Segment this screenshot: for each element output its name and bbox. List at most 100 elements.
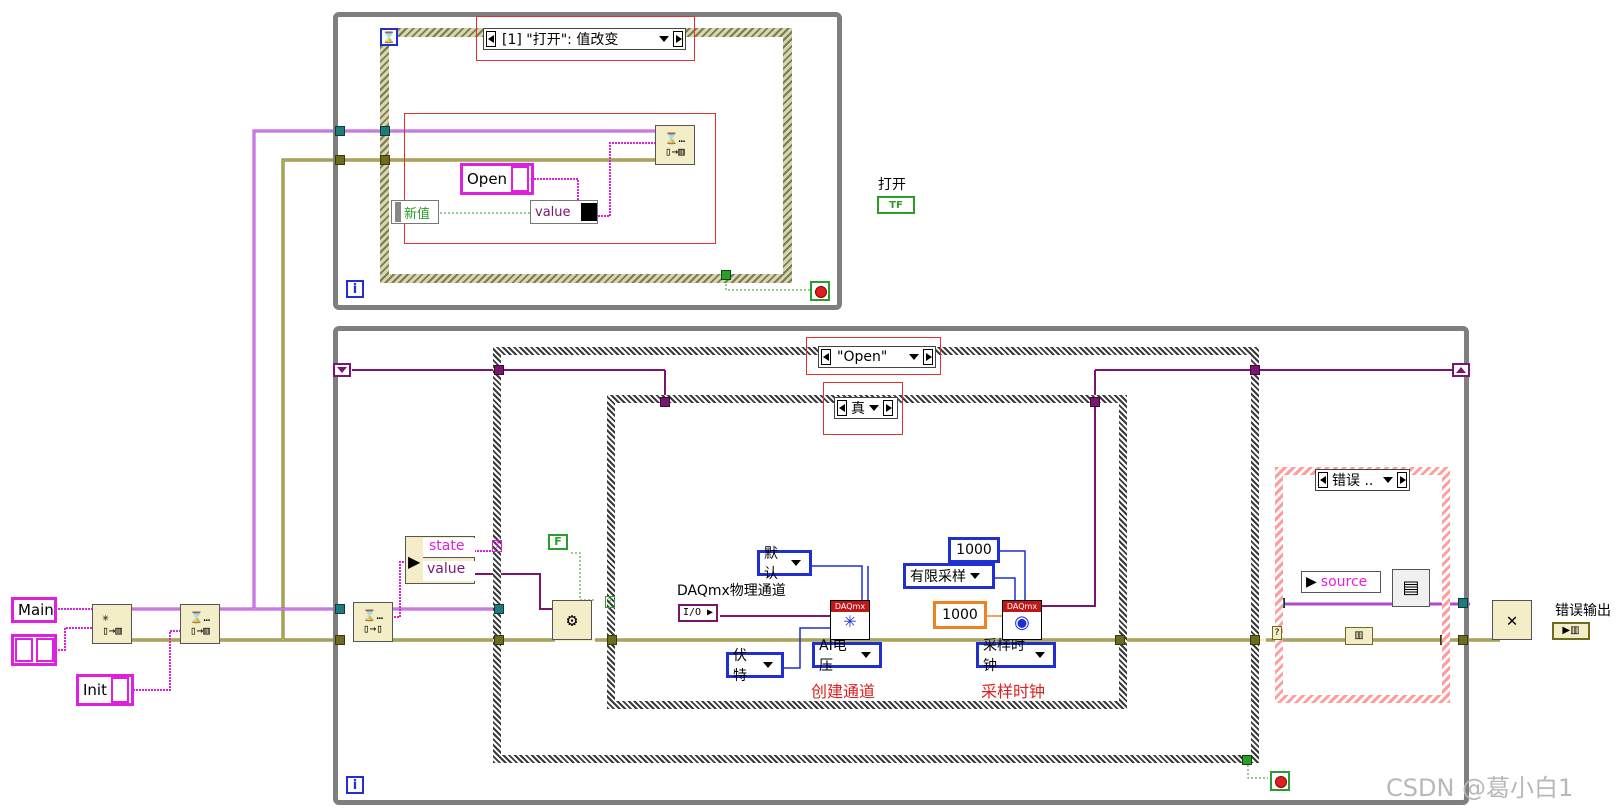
chevron-down-icon[interactable] <box>970 573 980 579</box>
event-selector-highlight <box>476 16 695 61</box>
terminal-bar <box>395 202 401 222</box>
chevron-down-icon[interactable] <box>1383 477 1393 483</box>
inner-case-selector-highlight <box>823 382 903 435</box>
loop-tunnel <box>335 604 345 614</box>
samples-constant[interactable]: 1000 <box>933 601 987 629</box>
next-case-arrow[interactable] <box>883 400 893 416</box>
case-tunnel <box>1115 635 1125 645</box>
case-tunnel <box>1250 635 1260 645</box>
physical-channel-io-terminal[interactable]: I/O ▶ <box>678 604 718 622</box>
create-channel-icon: ✳ <box>843 612 857 631</box>
unbundle-value-field: value <box>423 561 475 581</box>
case-selector-highlight <box>806 337 941 375</box>
event-timeout-icon: ⌛ <box>380 28 398 46</box>
bundle-by-name-node[interactable]: value <box>530 200 598 224</box>
bundle-arrow-icon <box>581 203 597 221</box>
value-label: value <box>535 204 571 220</box>
chevron-down-icon[interactable] <box>861 652 871 658</box>
dequeue-element-node[interactable]: ⌛…▯→▯ <box>353 602 393 642</box>
open-string-constant[interactable]: Open <box>460 163 534 195</box>
default-enum-constant[interactable]: 默认 <box>757 546 812 582</box>
error-case-label: 错误 .. <box>1332 473 1374 489</box>
chevron-down-icon[interactable] <box>1035 652 1045 658</box>
rate-constant[interactable]: 1000 <box>948 537 1000 563</box>
case-tunnel <box>1090 397 1100 407</box>
variant-to-data-gear-icon[interactable]: ⚙ <box>552 600 592 640</box>
event-selector[interactable]: [1] "打开": 值改变 <box>483 28 686 50</box>
variant-question-terminal: ? <box>605 596 615 608</box>
sample-clock-enum-constant[interactable]: 采样时钟 <box>976 638 1056 674</box>
new-value-terminal[interactable]: 新值 <box>391 200 439 224</box>
source-label: source <box>1320 574 1368 590</box>
error-out-label: 错误输出 <box>1555 603 1611 619</box>
new-value-label: 新值 <box>404 206 431 222</box>
stop-button-icon[interactable] <box>1270 771 1290 791</box>
unbundle-arrow-icon: ▶ <box>1306 574 1317 590</box>
boolean-tunnel <box>1242 755 1252 765</box>
chevron-down-icon[interactable] <box>869 405 879 411</box>
release-queue-node[interactable]: ✕ <box>1492 600 1532 640</box>
vi-header: DAQmx <box>1003 601 1041 612</box>
event-selector-label: [1] "打开": 值改变 <box>502 32 619 48</box>
open-indicator-label: 打开 <box>878 177 906 193</box>
iteration-terminal: i <box>346 280 364 298</box>
bundle-slot <box>511 166 529 192</box>
chevron-down-icon[interactable] <box>909 354 919 360</box>
boolean-tunnel <box>721 270 731 280</box>
prev-case-arrow[interactable] <box>486 31 496 47</box>
next-case-arrow[interactable] <box>1397 472 1407 488</box>
finite-samples-enum-constant[interactable]: 有限采样 <box>903 563 995 589</box>
create-channel-label: 创建通道 <box>811 682 876 701</box>
next-case-arrow[interactable] <box>673 31 683 47</box>
bundle-slot <box>111 677 129 703</box>
event-tunnel <box>380 155 390 165</box>
physical-channel-label: DAQmx物理通道 <box>677 583 786 599</box>
enqueue-element-node[interactable]: ⌛…▯→▥ <box>655 125 695 165</box>
event-structure-frame[interactable] <box>380 28 792 283</box>
watermark: CSDN @葛小白1 <box>1386 774 1574 802</box>
loop-tunnel <box>1458 635 1468 645</box>
loop-tunnel <box>335 126 345 136</box>
inner-case-label: 真 <box>851 401 865 417</box>
dialog-box-icon[interactable]: ▤ <box>1392 569 1430 607</box>
chevron-down-icon[interactable] <box>791 560 801 566</box>
next-case-arrow[interactable] <box>923 349 933 365</box>
cluster-slot <box>35 638 54 662</box>
prev-case-arrow[interactable] <box>837 400 847 416</box>
error-case-selector[interactable]: 错误 .. <box>1315 469 1410 491</box>
prev-case-arrow[interactable] <box>1318 472 1328 488</box>
open-constant-text: Open <box>467 170 508 188</box>
main-string-constant[interactable]: Main <box>11 597 57 623</box>
enqueue-init-node[interactable]: ⌛…▯→▥ <box>180 604 220 644</box>
obtain-queue-node[interactable]: ✳▯→▥ <box>92 604 132 644</box>
volts-enum-constant[interactable]: 伏特 <box>726 648 784 684</box>
false-constant[interactable]: F <box>548 534 568 550</box>
case-tunnel <box>1250 365 1260 375</box>
shift-register-right <box>1452 363 1470 377</box>
daqmx-create-channel-vi[interactable]: DAQmx ✳ <box>830 600 870 640</box>
error-out-terminal[interactable]: ▶▥ <box>1552 622 1590 640</box>
case-selector-label: "Open" <box>837 349 888 365</box>
stop-button-icon[interactable] <box>810 281 830 301</box>
bottom-while-loop[interactable] <box>333 326 1469 805</box>
state-case-selector[interactable]: "Open" <box>818 346 936 368</box>
cluster-slot <box>14 638 33 662</box>
iteration-terminal: i <box>346 776 364 794</box>
sample-clock-label: 采样时钟 <box>981 682 1046 701</box>
unbundle-question-terminal: ? <box>492 540 502 552</box>
case-tunnel <box>494 365 504 375</box>
daqmx-timing-vi[interactable]: DAQmx ◉ <box>1002 600 1042 640</box>
ai-voltage-enum-constant[interactable]: AI电压 <box>812 638 882 674</box>
error-cluster-constant[interactable]: ▥ <box>1345 627 1373 645</box>
chevron-down-icon[interactable] <box>763 662 773 668</box>
unbundle-source-node[interactable]: ▶ source <box>1301 571 1381 593</box>
cluster-constant[interactable] <box>11 634 57 666</box>
case-tunnel <box>494 604 504 614</box>
open-boolean-terminal[interactable]: TF <box>877 196 915 214</box>
prev-case-arrow[interactable] <box>821 349 831 365</box>
unbundle-arrow-icon: ▶ <box>408 552 421 571</box>
init-string-constant[interactable]: Init <box>76 674 134 706</box>
chevron-down-icon[interactable] <box>659 36 669 42</box>
inner-case-selector[interactable]: 真 <box>834 397 898 419</box>
event-tunnel <box>380 126 390 136</box>
